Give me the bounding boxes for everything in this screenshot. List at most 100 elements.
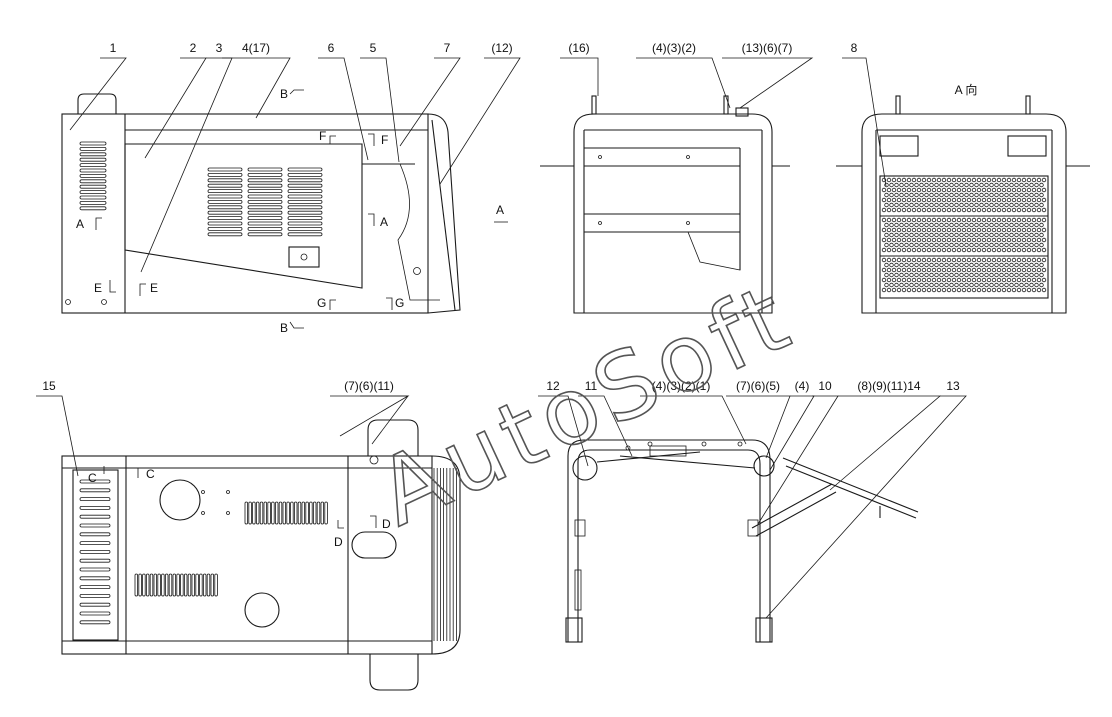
- mesh-cell: [1011, 287, 1017, 293]
- mesh-cell: [979, 272, 984, 278]
- mesh-cell: [941, 217, 947, 223]
- mesh-cell: [891, 237, 897, 243]
- mesh-cell: [981, 187, 987, 193]
- mesh-cell: [891, 207, 897, 213]
- mesh-cell: [1019, 282, 1024, 288]
- mechanism-foot-right: [755, 617, 773, 643]
- plan-view-hole: [201, 490, 205, 494]
- mesh-cell: [946, 237, 952, 243]
- a-view-grille-mesh: [881, 177, 1047, 293]
- mesh-cell: [936, 177, 942, 183]
- a-view-frame: [861, 113, 1067, 314]
- louver-slot: [176, 573, 180, 597]
- mesh-cell: [906, 227, 912, 233]
- mesh-cell: [946, 197, 952, 203]
- mesh-cell: [966, 267, 972, 273]
- louver-slot: [79, 206, 107, 211]
- mesh-cell: [1031, 277, 1037, 283]
- mesh-cell: [911, 277, 917, 283]
- mesh-cell: [896, 207, 902, 213]
- mesh-cell: [976, 177, 982, 183]
- mesh-cell: [946, 187, 952, 193]
- mesh-cell: [909, 242, 914, 248]
- louver-slot: [134, 573, 138, 597]
- mesh-cell: [954, 272, 959, 278]
- mesh-cell: [921, 197, 927, 203]
- mesh-cell: [1011, 207, 1017, 213]
- mesh-cell: [1036, 177, 1042, 183]
- mesh-cell: [1036, 237, 1042, 243]
- mesh-cell: [1031, 187, 1037, 193]
- mesh-cell: [926, 257, 932, 263]
- mesh-cell: [931, 277, 937, 283]
- mesh-cell: [896, 267, 902, 273]
- mesh-cell: [919, 272, 924, 278]
- mesh-cell: [999, 222, 1004, 228]
- mesh-cell: [949, 202, 954, 208]
- leader-line-12b: [538, 395, 589, 467]
- mesh-cell: [996, 227, 1002, 233]
- mesh-cell: [929, 262, 934, 268]
- mesh-cell: [881, 237, 887, 243]
- mesh-cell: [919, 222, 924, 228]
- mesh-cell: [946, 257, 952, 263]
- mesh-cell: [1001, 267, 1007, 273]
- mesh-cell: [1004, 272, 1009, 278]
- mesh-cell: [964, 262, 969, 268]
- mesh-cell: [1031, 287, 1037, 293]
- mesh-cell: [901, 257, 907, 263]
- louver-slot: [79, 190, 107, 195]
- leader-line-4-3-2-1: [640, 395, 747, 445]
- louver-slot: [263, 501, 267, 525]
- front-view-hole: [65, 299, 71, 305]
- mesh-cell: [929, 242, 934, 248]
- section-marker-arrow: [337, 520, 344, 529]
- mesh-cell: [899, 232, 904, 238]
- mesh-cell: [1036, 257, 1042, 263]
- mesh-cell: [919, 242, 924, 248]
- louver-slot: [207, 205, 243, 210]
- mesh-cell: [971, 187, 977, 193]
- mesh-cell: [1029, 222, 1034, 228]
- mesh-cell: [959, 262, 964, 268]
- louver-slot: [79, 550, 111, 554]
- mesh-cell: [979, 262, 984, 268]
- mesh-cell: [1024, 242, 1029, 248]
- mesh-cell: [1016, 187, 1022, 193]
- mesh-cell: [926, 187, 932, 193]
- mesh-cell: [986, 267, 992, 273]
- part-label: (7)(6)(11): [344, 379, 394, 393]
- mesh-cell: [894, 182, 899, 188]
- mesh-cell: [1014, 272, 1019, 278]
- mesh-cell: [986, 257, 992, 263]
- louver-slot: [79, 497, 111, 502]
- mesh-cell: [924, 182, 929, 188]
- section-marker-letter: B: [280, 87, 288, 101]
- mesh-cell: [894, 232, 899, 238]
- mesh-cell: [914, 242, 919, 248]
- louver-slot: [287, 232, 323, 237]
- front-view-switch: [288, 246, 320, 268]
- mesh-cell: [971, 247, 977, 253]
- mesh-cell: [1041, 267, 1047, 273]
- mesh-cell: [1001, 217, 1007, 223]
- louver-slot: [207, 172, 243, 177]
- mesh-cell: [954, 242, 959, 248]
- mesh-cell: [1041, 197, 1047, 203]
- mesh-cell: [951, 287, 957, 293]
- mesh-cell: [941, 277, 947, 283]
- mesh-cell: [1001, 227, 1007, 233]
- mesh-cell: [974, 242, 979, 248]
- mesh-cell: [989, 192, 994, 198]
- part-labels: 1 2 3 4(17) 6 5 7 (12) (16) (4)(3)(2) (1…: [42, 41, 977, 393]
- mesh-cell: [914, 282, 919, 288]
- mesh-cell: [906, 177, 912, 183]
- section-marker-arrow: [95, 217, 102, 230]
- mesh-cell: [919, 192, 924, 198]
- leader-line-7: [399, 57, 461, 147]
- mesh-cell: [979, 242, 984, 248]
- mesh-cell: [1039, 182, 1044, 188]
- part-label: 2: [190, 41, 197, 55]
- mesh-cell: [991, 287, 997, 293]
- mesh-cell: [1029, 282, 1034, 288]
